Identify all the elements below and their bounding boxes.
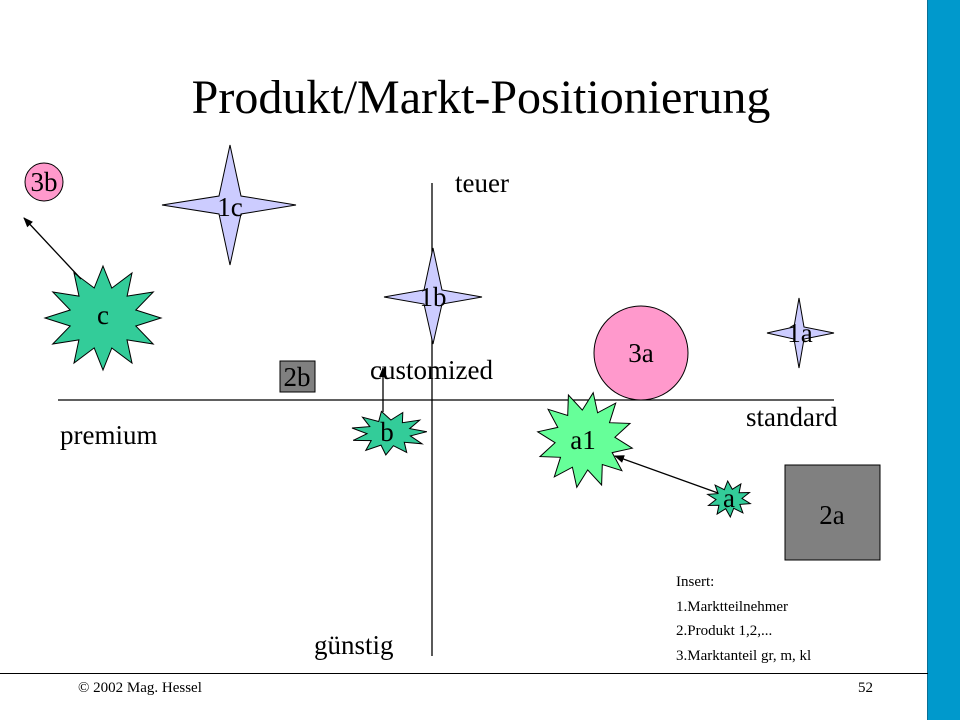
label-2a: 2a [819,500,845,530]
square-2b-shape [279,360,316,393]
burst-a-shape [706,479,752,519]
accent-side-bar [928,0,960,720]
star-1c-shape [161,144,297,266]
circle-3a-shape [593,305,689,401]
footer-divider [0,673,928,674]
label-2b: 2b [284,362,311,392]
arrow-c-to-3b [23,217,82,280]
arrow-a-to-a1 [614,455,719,494]
circle-3b-shape [24,162,64,202]
axis-label-center: customized [370,355,493,385]
star-1a-shape [766,297,835,369]
footer-copyright: © 2002 Mag. Hessel [78,680,202,696]
burst-b-shape [351,410,428,456]
side-bar-edge [927,0,928,720]
star-1b-shape [383,247,483,345]
insert-line-2: 2.Produkt 1,2,... [676,623,773,639]
label-b: b [380,417,394,447]
slide-title: Produkt/Markt-Positionierung [191,71,771,124]
burst-c-shape [43,264,163,372]
insert-heading: Insert: [676,574,715,590]
positioning-diagram: 3b 1c 1b c 3a 1a 2b b a1 a 2a [23,144,881,656]
label-1b: 1b [420,282,447,312]
burst-a1-shape [536,391,634,489]
insert-line-1: 1.Marktteilnehmer [676,598,789,615]
axis-label-top: teuer [455,168,509,198]
axis-label-bottom: günstig [314,630,394,660]
label-3a: 3a [628,338,654,368]
axis-label-right: standard [746,402,838,432]
label-3b: 3b [31,167,58,197]
footer-page-number: 52 [858,680,873,696]
insert-note: Insert: 1.Marktteilnehmer 2.Produkt 1,2,… [676,570,811,668]
label-1c: 1c [217,192,243,222]
square-2a-shape [784,464,881,561]
label-a: a [723,483,735,513]
insert-line-3: 3.Marktanteil gr, m, kl [676,647,812,664]
label-a1: a1 [570,425,595,455]
label-c: c [97,300,109,330]
label-1a: 1a [787,318,813,348]
axis-label-left: premium [60,420,158,450]
